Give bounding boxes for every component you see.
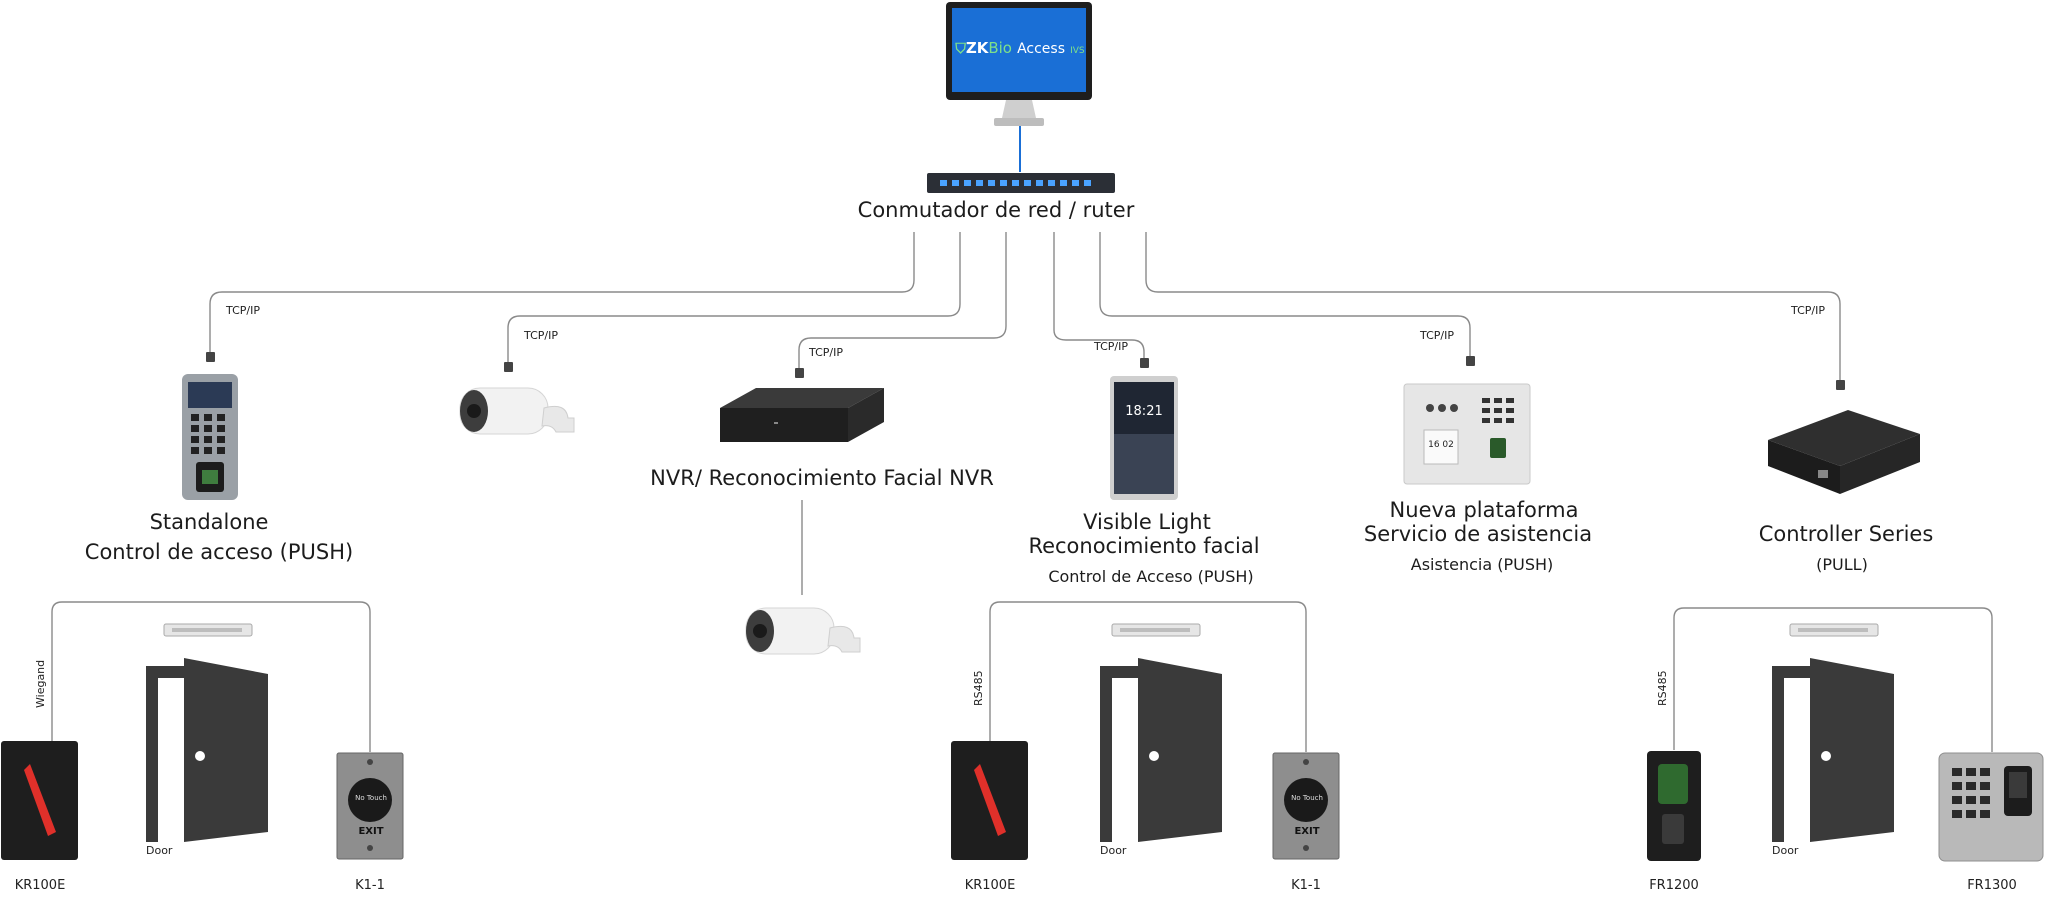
attendance-subtitle: Servicio de asistencia — [1363, 522, 1593, 546]
door-label: Door — [1100, 844, 1127, 857]
shield-icon: ⛉ — [955, 41, 966, 57]
attendance-time: 16 02 — [1428, 440, 1454, 450]
tcpip-label: TCP/IP — [809, 346, 843, 359]
server-monitor — [946, 2, 1092, 126]
tcpip-label: TCP/IP — [226, 304, 260, 317]
controller-title: Controller Series — [1758, 522, 1934, 546]
standalone-subtitle: Control de acceso (PUSH) — [84, 540, 354, 564]
server-logo: ⛉ZKBio Access IVS — [952, 38, 1088, 57]
exit-button-k1 — [336, 752, 404, 860]
magnetic-lock — [1789, 623, 1879, 637]
tcpip-label: TCP/IP — [1791, 304, 1825, 317]
attendance-terminal — [1403, 383, 1531, 485]
door — [1100, 658, 1222, 842]
standalone-terminal — [182, 374, 238, 500]
tcpip-label: TCP/IP — [524, 329, 558, 342]
fingerprint-reader-fr1200 — [1647, 751, 1701, 861]
logo-zk: ZK — [965, 39, 989, 57]
button-label: K1-1 — [1291, 878, 1321, 893]
controller-mode: (PULL) — [1816, 555, 1868, 574]
fingerprint-keypad-fr1300 — [1938, 752, 2044, 862]
access-controller — [1768, 410, 1920, 494]
exit-button-face: No Touch — [1291, 794, 1323, 802]
reader-label: KR100E — [14, 878, 66, 893]
visible-light-terminal — [1110, 376, 1178, 500]
logo-ivs: IVS — [1070, 46, 1085, 56]
logo-access: Access — [1017, 41, 1066, 57]
door-label: Door — [146, 844, 173, 857]
exit-button-face: No Touch — [355, 794, 387, 802]
door-label: Door — [1772, 844, 1799, 857]
attendance-title: Nueva plataforma — [1389, 498, 1579, 522]
standalone-title: Standalone — [149, 510, 269, 534]
magnetic-lock — [163, 623, 253, 637]
card-reader-kr100e — [1, 741, 78, 860]
reader-label: KR100E — [964, 878, 1016, 893]
reader-label-2: FR1300 — [1967, 878, 2017, 893]
magnetic-lock — [1111, 623, 1201, 637]
rs485-label: RS485 — [1656, 670, 1669, 706]
exit-text: EXIT — [358, 826, 384, 837]
visible-light-time: 18:21 — [1125, 404, 1163, 419]
tcpip-label: TCP/IP — [1094, 340, 1128, 353]
nvr-title: NVR/ Reconocimiento Facial NVR — [650, 466, 994, 490]
exit-text: EXIT — [1294, 826, 1320, 837]
bullet-camera — [459, 387, 575, 435]
visible-light-title: Visible Light — [1083, 510, 1211, 534]
rs485-label: RS485 — [972, 670, 985, 706]
button-label: K1-1 — [355, 878, 385, 893]
switch-label: Conmutador de red / ruter — [857, 198, 1135, 222]
visible-light-subtitle: Reconocimiento facial — [1028, 534, 1260, 558]
tcpip-label: TCP/IP — [1420, 329, 1454, 342]
door — [146, 658, 268, 842]
visible-light-mode: Control de Acceso (PUSH) — [1048, 567, 1254, 586]
wiegand-label: Wiegand — [34, 659, 47, 708]
nvr-recorder — [720, 388, 884, 442]
bullet-camera — [745, 607, 861, 655]
exit-button-k1 — [1272, 752, 1340, 860]
attendance-mode: Asistencia (PUSH) — [1410, 555, 1554, 574]
door — [1772, 658, 1894, 842]
reader-label: FR1200 — [1649, 878, 1699, 893]
logo-bio: Bio — [988, 39, 1012, 57]
network-switch — [927, 173, 1115, 193]
card-reader-kr100e — [951, 741, 1028, 860]
